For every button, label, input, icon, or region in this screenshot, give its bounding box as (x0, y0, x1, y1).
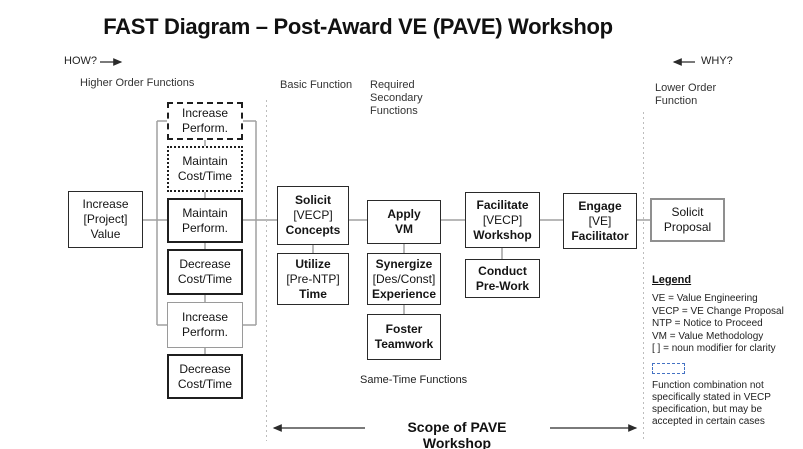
node-line: Time (299, 286, 327, 301)
legend-note-line: specification, but may be (652, 403, 763, 415)
node-line: Decrease (179, 257, 231, 271)
node-line: Solicit (294, 193, 331, 207)
node-line: Increase (82, 197, 129, 211)
node-maintain-cost-time-dotted: Maintain Cost/Time (167, 146, 243, 192)
node-line: Pre-Work (475, 278, 530, 293)
legend-title: Legend (652, 274, 692, 286)
node-line: Facilitate (476, 197, 529, 212)
node-maintain-perform: Maintain Perform. (167, 198, 243, 243)
node-line: Cost/Time (177, 169, 233, 183)
node-line: Perform. (181, 121, 228, 135)
legend-item-vm: VM = Value Methodology (652, 330, 764, 342)
node-line: Concepts (285, 223, 341, 237)
node-line: Maintain (182, 154, 228, 168)
node-line: Decrease (179, 361, 231, 376)
node-decrease-cost-time-upper: Decrease Cost/Time (167, 249, 243, 295)
how-label: HOW? (64, 55, 97, 67)
node-solicit-vecp-concepts: Solicit [VECP] Concepts (277, 186, 349, 245)
node-line: Proposal (663, 220, 712, 234)
node-synergize-experience: Synergize [Des/Const] Experience (367, 253, 441, 305)
node-line: Workshop (473, 227, 532, 242)
node-line: Facilitator (571, 228, 629, 243)
node-line: Experience (371, 286, 437, 301)
node-line: Engage (578, 198, 622, 213)
node-line: [Des/Const] (372, 271, 436, 286)
why-label: WHY? (701, 55, 733, 67)
node-decrease-cost-time-lower: Decrease Cost/Time (167, 354, 243, 399)
node-line: Foster (385, 322, 423, 336)
node-foster-teamwork: Foster Teamwork (367, 314, 441, 360)
node-line: Perform. (181, 325, 228, 339)
node-connectors (143, 120, 650, 354)
header-lower-order-function: Lower Order Function (655, 82, 717, 107)
node-line: Maintain (182, 205, 228, 220)
node-increase-project-value: Increase [Project] Value (68, 191, 143, 248)
node-engage-ve-facilitator: Engage [VE] Facilitator (563, 193, 637, 249)
header-higher-order-functions: Higher Order Functions (80, 77, 195, 89)
node-line: [VE] (588, 213, 612, 228)
node-solicit-proposal: Solicit Proposal (650, 198, 725, 242)
node-line: Utilize (295, 256, 331, 271)
node-line: Conduct (478, 263, 527, 278)
node-line: [VECP] (293, 208, 333, 222)
node-line: Synergize (375, 256, 433, 271)
node-line: Teamwork (374, 337, 434, 351)
legend-item-ntp: NTP = Notice to Proceed (652, 318, 763, 329)
node-line: Cost/Time (177, 376, 233, 391)
node-conduct-pre-work: Conduct Pre-Work (465, 259, 540, 298)
node-line: Apply (387, 207, 421, 221)
scope-boundary-lines (266, 100, 644, 441)
node-line: Value (90, 227, 121, 241)
same-time-functions-label: Same-Time Functions (360, 374, 468, 386)
node-line: VM (395, 222, 413, 236)
legend-item-brackets: [ ] = noun modifier for clarity (652, 343, 776, 354)
node-line: Increase (181, 310, 229, 324)
node-line: Cost/Time (177, 272, 233, 286)
node-line: Solicit (671, 205, 704, 219)
node-line: [Project] (83, 212, 128, 226)
node-utilize-pre-ntp-time: Utilize [Pre-NTP] Time (277, 253, 349, 305)
direction-arrows (100, 58, 695, 432)
node-increase-perform-gray: Increase Perform. (167, 302, 243, 348)
node-line: Perform. (181, 220, 228, 235)
legend-item-ve: VE = Value Engineering (652, 293, 758, 304)
header-basic-function: Basic Function (280, 79, 353, 91)
dashed-box-icon (652, 362, 685, 374)
node-apply-vm: Apply VM (367, 200, 441, 244)
page-title: FAST Diagram – Post-Award VE (PAVE) Work… (103, 14, 613, 39)
node-line: [Pre-NTP] (286, 271, 340, 286)
node-line: Increase (181, 106, 229, 120)
scope-of-pave-workshop-label: Scope of PAVE Workshop (407, 419, 507, 449)
node-increase-perform-dashed: Increase Perform. (167, 102, 243, 140)
legend-note-line: Function combination not (652, 379, 764, 391)
legend-note-line: specifically stated in VECP (652, 391, 771, 403)
legend-item-vecp: VECP = VE Change Proposal (652, 305, 784, 317)
legend-note-line: accepted in certain cases (652, 415, 765, 427)
header-required-secondary-functions: Required Secondary Functions (370, 79, 423, 117)
node-facilitate-vecp-workshop: Facilitate [VECP] Workshop (465, 192, 540, 248)
node-line: [VECP] (482, 212, 523, 227)
legend: Legend VE = Value Engineering VECP = VE … (652, 274, 788, 428)
